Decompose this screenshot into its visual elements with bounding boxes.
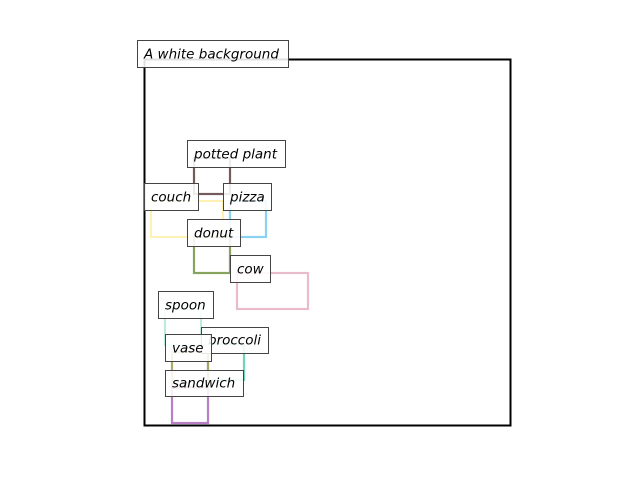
box-cow: [235, 271, 310, 311]
label-vase: vase: [165, 334, 212, 362]
label-text: spoon: [165, 298, 206, 314]
label-text: broccoli: [208, 333, 261, 349]
label-text: pizza: [229, 190, 265, 206]
label-sandwich: sandwich: [165, 370, 244, 397]
label-text: potted plant: [193, 147, 278, 163]
label-spoon: spoon: [158, 291, 214, 319]
label-text: sandwich: [172, 376, 235, 392]
object-labels: potted plant couch pizza donut cow spoon…: [144, 140, 286, 397]
label-text: cow: [237, 262, 265, 278]
caption-label: A white background: [137, 40, 289, 68]
label-potted-plant: potted plant: [187, 140, 286, 168]
label-couch: couch: [144, 183, 199, 211]
label-text: vase: [172, 341, 204, 357]
label-cow: cow: [230, 255, 271, 283]
label-pizza: pizza: [223, 183, 272, 211]
caption-text: A white background: [143, 47, 279, 63]
label-text: donut: [194, 226, 234, 242]
label-text: couch: [151, 190, 191, 206]
label-donut: donut: [187, 219, 241, 247]
canvas-frame: [143, 58, 512, 427]
